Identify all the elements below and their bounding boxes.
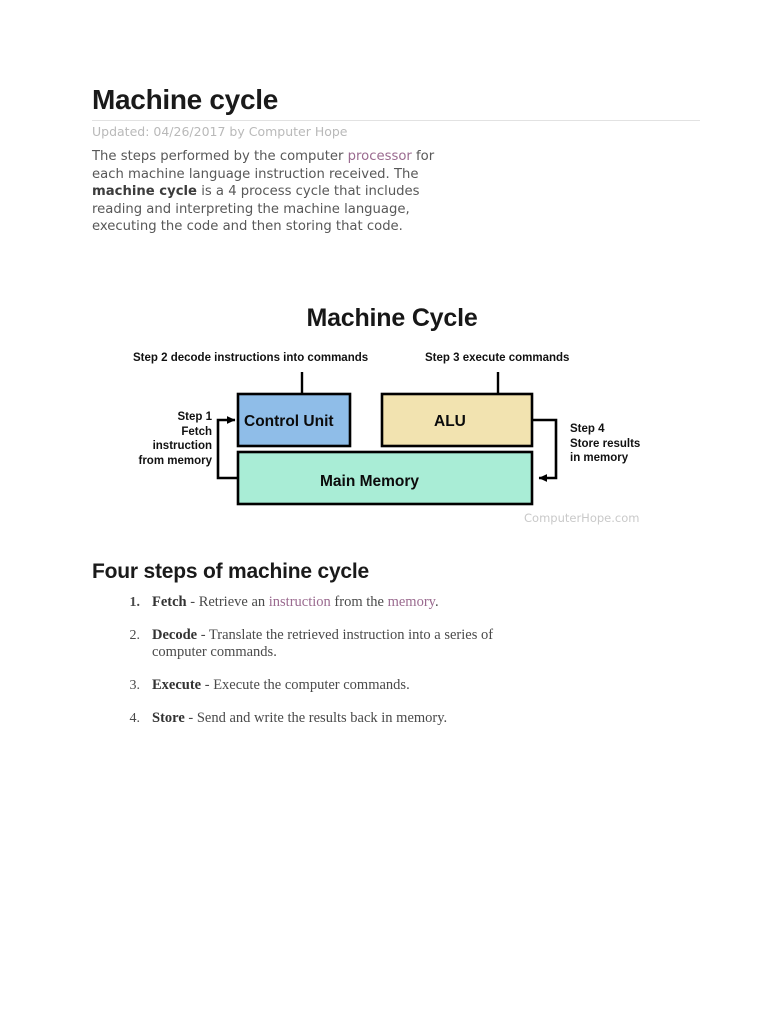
intro-text-part2: for each machine language instruction re…: [92, 149, 435, 182]
list-item-number: 2.: [129, 628, 141, 643]
processor-link[interactable]: processor: [347, 149, 412, 164]
step-text-before: - Retrieve an: [186, 594, 269, 610]
box-control-unit: [236, 392, 352, 448]
machine-cycle-diagram: Machine Cycle Step 2 decode instructions…: [92, 296, 692, 536]
list-item: 1. Fetch - Retrieve an instruction from …: [118, 594, 518, 611]
step4-label-line1: Step 4: [570, 423, 605, 435]
step-text-before: - Translate the retrieved instruction in…: [152, 627, 494, 660]
list-item-number: 4.: [129, 711, 141, 726]
arrow-step4-store: [532, 418, 558, 482]
instruction-link[interactable]: instruction: [268, 594, 331, 610]
step-text-after: .: [434, 594, 439, 610]
list-item-body: Execute - Execute the computer commands.: [152, 677, 518, 694]
step4-label-group: Step 4 Store results in memory: [570, 422, 700, 466]
list-item-body: Decode - Translate the retrieved instruc…: [152, 627, 518, 661]
list-item: 2. Decode - Translate the retrieved inst…: [118, 627, 518, 661]
box-alu: [380, 392, 534, 448]
step-text-before: - Send and write the results back in mem…: [184, 710, 448, 726]
step1-label-line1: Step 1: [177, 411, 212, 423]
step1-label-line3: instruction: [152, 440, 212, 452]
diagram-graphics: [216, 372, 558, 506]
title-divider: [92, 120, 700, 121]
page-title: Machine cycle: [92, 84, 278, 115]
intro-paragraph: The steps performed by the computer proc…: [92, 148, 464, 236]
step1-label-line4: from memory: [138, 454, 213, 467]
list-item-body: Store - Send and write the results back …: [152, 710, 518, 727]
step-text-mid: from the: [330, 594, 388, 610]
step-term: Store: [152, 710, 185, 726]
step-term: Execute: [152, 677, 202, 693]
intro-text-part1: The steps performed by the computer: [92, 149, 348, 164]
step4-label-line2: Store results: [570, 437, 641, 450]
callout-step2-label: Step 2 decode instructions into commands: [133, 352, 369, 364]
step4-label-line3: in memory: [570, 452, 629, 464]
arrow-step1-fetch: [216, 416, 240, 480]
updated-byline: Updated: 04/26/2017 by Computer Hope: [92, 124, 348, 139]
list-item-number: 3.: [129, 678, 141, 693]
step-term: Decode: [152, 627, 198, 643]
step-text-before: - Execute the computer commands.: [201, 677, 410, 693]
section-heading-four-steps: Four steps of machine cycle: [92, 560, 370, 583]
memory-link[interactable]: memory: [387, 594, 435, 610]
box-main-memory: [236, 450, 534, 506]
diagram-title: Machine Cycle: [306, 304, 478, 332]
intro-bold-term: machine cycle: [92, 184, 197, 200]
list-item: 4. Store - Send and write the results ba…: [118, 710, 518, 727]
callout-step3-label: Step 3 execute commands: [425, 352, 570, 364]
step1-label-group: Step 1 Fetch instruction from memory: [92, 410, 213, 468]
list-item-number: 1.: [129, 595, 141, 610]
step-term: Fetch: [152, 594, 187, 610]
machine-cycle-steps-list: 1. Fetch - Retrieve an instruction from …: [118, 594, 518, 743]
list-item: 3. Execute - Execute the computer comman…: [118, 677, 518, 694]
list-item-body: Fetch - Retrieve an instruction from the…: [152, 594, 518, 611]
intro-text-part3: is a 4 process cycle that includes readi…: [92, 184, 420, 235]
diagram-watermark: ComputerHope.com: [524, 511, 640, 525]
step1-label-line2: Fetch: [181, 425, 212, 438]
